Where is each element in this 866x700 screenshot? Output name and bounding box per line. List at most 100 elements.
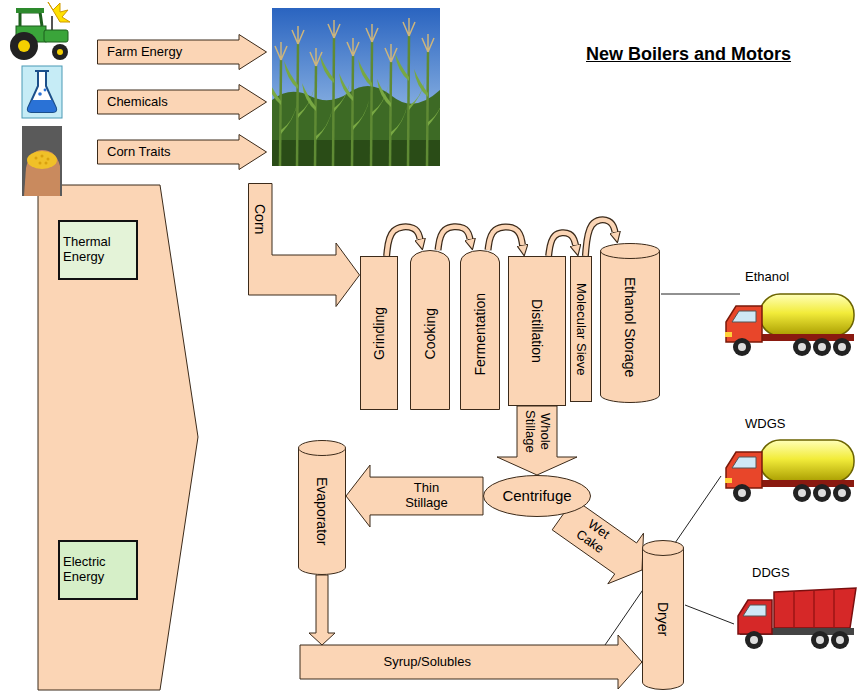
cornfield-photo-part-part	[297, 44, 298, 166]
process-column-outline	[509, 257, 566, 406]
node-text: Corn Traits	[107, 145, 171, 160]
node-text: Centrifuge	[502, 487, 571, 504]
node-text: Farm Energy	[107, 45, 182, 60]
chemicals-icon-part	[28, 71, 56, 112]
cornfield-photo-part-part	[316, 110, 332, 140]
node-text: Molecular Sieve	[574, 283, 589, 376]
node-text: Evaporator	[314, 477, 330, 545]
energy-box: Electric Energy	[58, 540, 138, 600]
flow-arrow	[387, 227, 420, 256]
energy-box-outline	[59, 221, 137, 279]
tractor-icon-part	[18, 40, 30, 52]
node-text: Cooking	[422, 308, 438, 359]
diagram-title: New Boilers and Motors	[586, 44, 791, 65]
evaporator-tank: Evaporator	[298, 440, 346, 575]
chemicals-icon	[22, 66, 62, 118]
flow-arrow	[549, 233, 576, 256]
node-text: Corn	[252, 204, 268, 234]
cornfield-photo-part-part	[391, 106, 407, 136]
cornfield-photo-part-part	[409, 80, 425, 110]
tractor-icon-part	[51, 16, 53, 30]
node-text: Thermal Energy	[63, 235, 133, 265]
node-text: Grinding	[371, 307, 387, 360]
cornfield-photo-part	[272, 53, 440, 140]
node-text: Fermentation	[472, 293, 488, 375]
block-arrow	[309, 575, 335, 645]
node-text: Chemicals	[107, 95, 168, 110]
storage-tank-outline	[601, 251, 660, 403]
flow-arrow	[300, 575, 642, 689]
cornfield-photo-part	[280, 36, 428, 166]
block-arrow	[497, 406, 577, 475]
input-arrow-outline	[98, 35, 267, 70]
node-text: Dryer	[655, 602, 671, 636]
tanker-truck-part	[725, 440, 854, 502]
label-holder: DDGS	[752, 566, 790, 581]
node-text: Distillation	[529, 299, 545, 363]
leader-line-part	[661, 294, 740, 295]
cornfield-photo-part-part	[371, 42, 372, 166]
chemicals-icon-part	[38, 92, 42, 96]
input-arrow-outline	[98, 85, 267, 120]
chemicals-icon-part	[22, 66, 62, 118]
feed-arrow-shape	[248, 183, 360, 307]
cornfield-photo-part-part	[333, 38, 334, 166]
process-column-outline	[361, 257, 398, 410]
evaporator-tank-outline	[299, 441, 346, 456]
flow-arrow-body	[438, 227, 470, 250]
node-text: Electric Energy	[63, 555, 133, 585]
corn-kernels-icon-part-part	[35, 157, 38, 160]
corn-kernels-icon-part-part	[47, 158, 50, 161]
block-arrow	[346, 465, 483, 527]
process-column: Distillation	[508, 256, 566, 406]
dump-truck-part	[738, 588, 856, 649]
flow-arrow-body	[387, 227, 420, 256]
flow-arrow-outline	[488, 227, 523, 250]
energy-box: Thermal Energy	[58, 220, 138, 280]
energy-box-outline	[59, 541, 137, 599]
cornfield-photo-part-part	[403, 18, 415, 36]
node-text: Ethanol Storage	[622, 277, 638, 377]
cornfield-photo-part-part	[377, 79, 391, 107]
feed-arrow: Corn	[248, 183, 360, 307]
product-label: Ethanol	[745, 270, 789, 285]
process-column-outline	[571, 257, 592, 402]
cornfield-photo-part-part	[275, 42, 287, 60]
label-holder: WDGS	[745, 417, 785, 432]
dump-truck	[738, 588, 856, 649]
evaporator-tank-outline	[299, 448, 346, 574]
corn-kernels-icon-part-part	[45, 162, 48, 165]
input-arrow: Chemicals	[97, 84, 267, 120]
tanker-truck	[725, 294, 854, 502]
flow-arrow	[346, 465, 483, 527]
corn-kernels-icon	[22, 126, 62, 196]
process-column: Molecular Sieve	[570, 256, 592, 402]
input-arrow: Farm Energy	[97, 34, 267, 70]
corn-kernels-icon-part	[35, 155, 50, 165]
cornfield-photo-part-part	[280, 60, 281, 166]
flow-arrow	[438, 227, 470, 250]
tractor-icon-part	[10, 32, 38, 60]
cornfield-photo-part-part	[272, 77, 281, 105]
cornfield-photo-part-part	[302, 83, 316, 111]
cornfield-photo-part-part	[353, 100, 369, 130]
flow-arrow	[488, 227, 523, 250]
energy-band	[38, 185, 198, 690]
input-arrow: Corn Traits	[97, 134, 267, 170]
dryer-tank: Dryer	[642, 540, 684, 690]
cornfield-photo-part	[272, 8, 440, 166]
flow-arrow-outline	[438, 227, 470, 250]
cornfield-photo	[272, 8, 440, 166]
process-column: Cooking	[410, 250, 450, 410]
cornfield-photo-part-part	[422, 34, 434, 52]
corn-kernels-icon-part	[24, 150, 60, 196]
cornfield-photo-part-part	[320, 55, 334, 83]
tractor-icon-part	[52, 44, 68, 60]
flow-arrow-body	[549, 233, 576, 256]
block-arrow	[300, 635, 642, 689]
product-label: WDGS	[745, 417, 785, 432]
cornfield-photo-part-part	[292, 26, 304, 44]
process-column: Fermentation	[460, 250, 500, 410]
corn-kernels-icon-part-part	[41, 155, 44, 158]
edge-label-holder: Thin Stillage	[397, 481, 457, 511]
